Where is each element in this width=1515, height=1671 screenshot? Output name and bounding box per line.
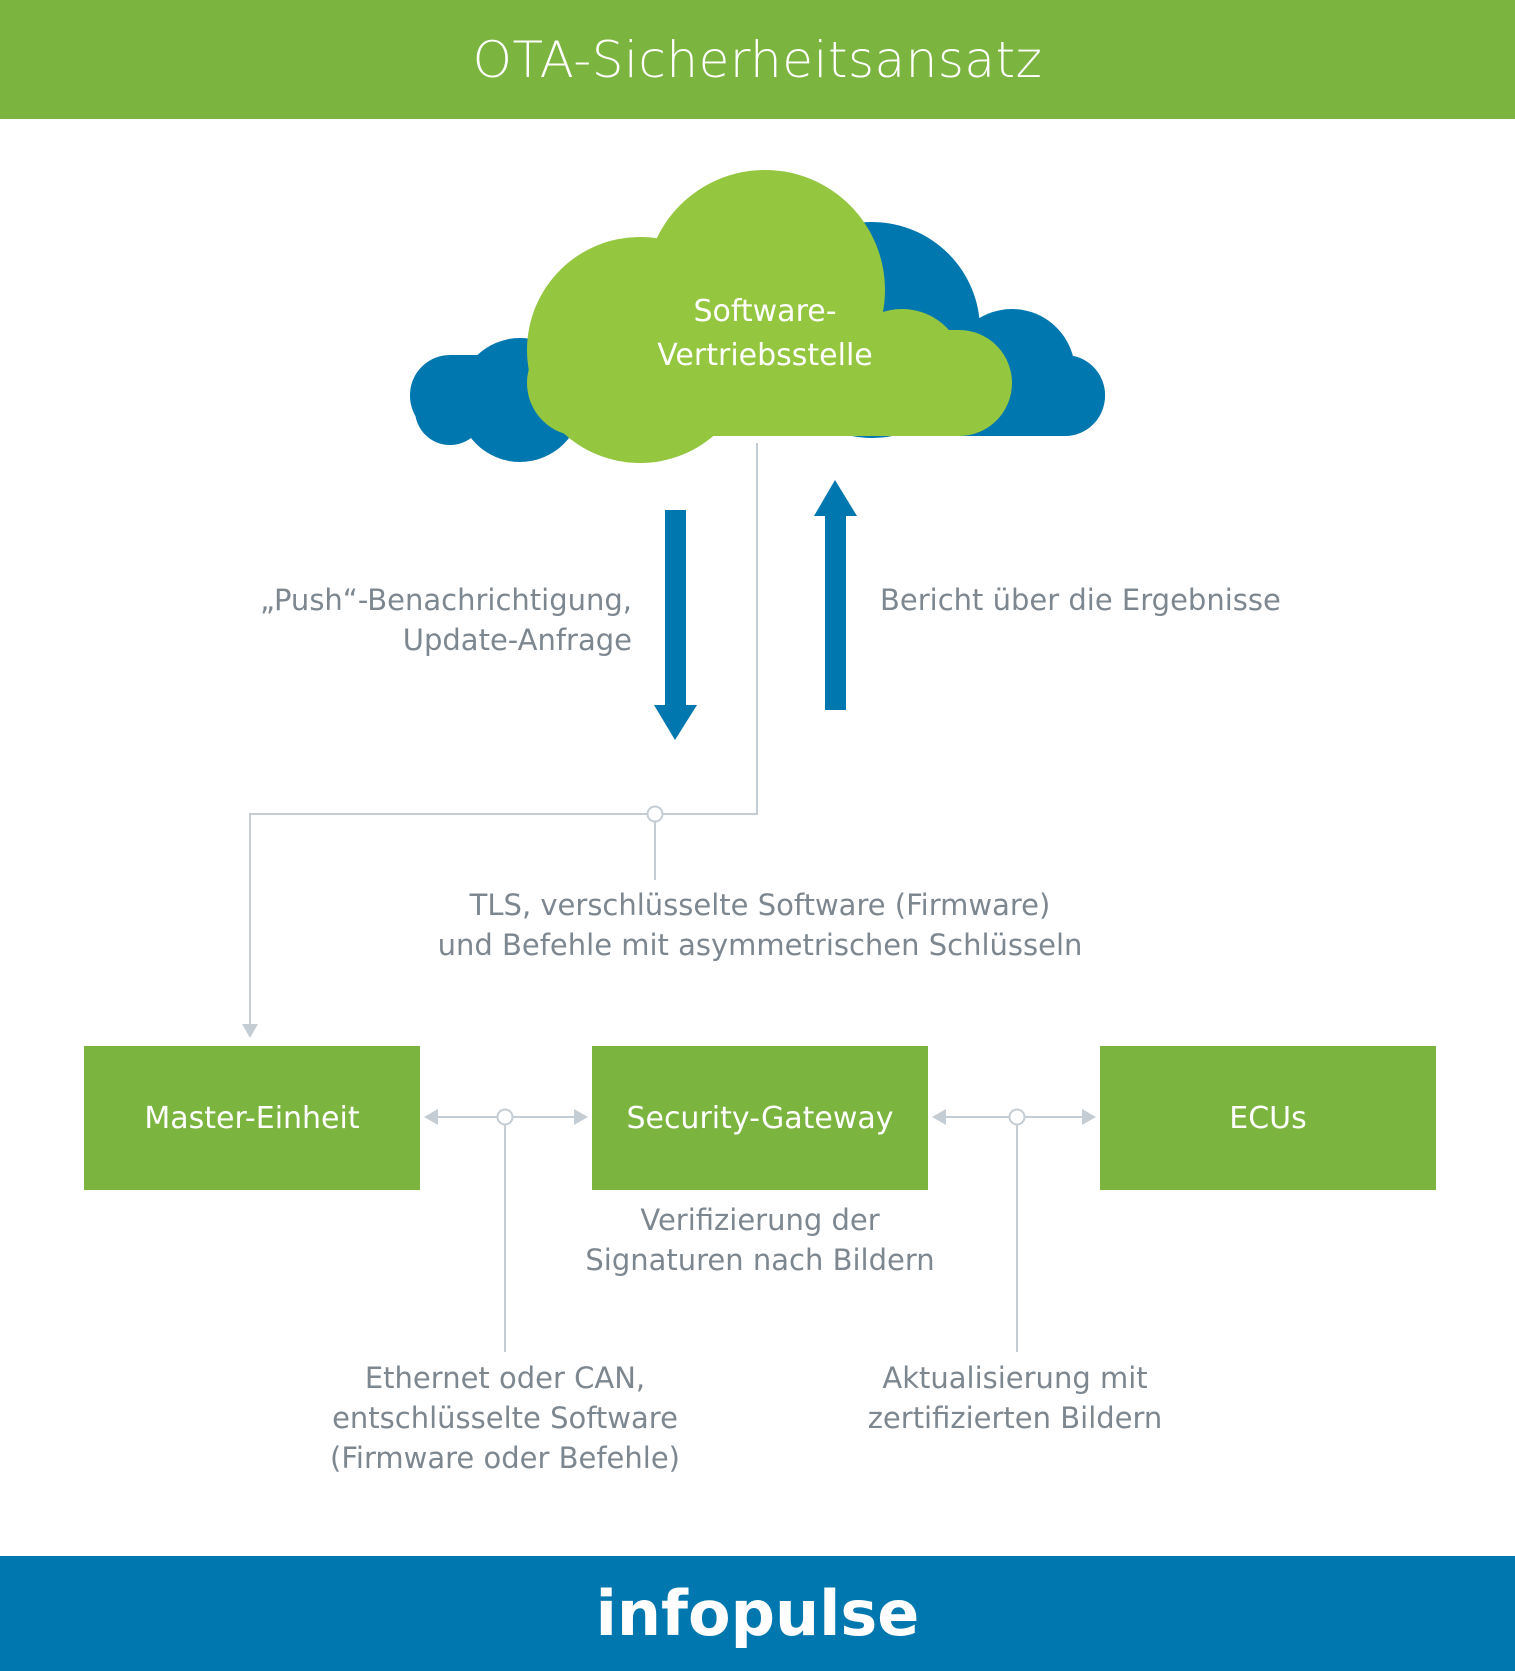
master-unit-label: Master-Einheit (144, 1100, 360, 1136)
right-link-label: Aktualisierung mit zertifizierten Bilder… (830, 1358, 1200, 1438)
left-link-line3: (Firmware oder Befehle) (330, 1441, 680, 1475)
tls-channel-line2: und Befehle mit asymmetrischen Schlüssel… (437, 928, 1083, 962)
push-notification-line2: Update-Anfrage (402, 623, 632, 657)
ecus-label: ECUs (1229, 1100, 1307, 1136)
infopulse-logo: infopulse (595, 1577, 920, 1650)
gateway-note-line1: Verifizierung der (640, 1203, 880, 1237)
page-title: OTA-Sicherheitsansatz (472, 30, 1043, 89)
diagram-canvas (242, 170, 1105, 1352)
arrow-up-icon (814, 480, 857, 710)
security-gateway-box: Security-Gateway (592, 1046, 928, 1190)
footer-bar: infopulse (0, 1556, 1515, 1671)
connector-arrowheads (242, 1024, 1096, 1125)
cloud-label-line1: Software- (693, 294, 837, 329)
left-link-label: Ethernet oder CAN, entschlüsselte Softwa… (290, 1358, 720, 1478)
left-link-line1: Ethernet oder CAN, (364, 1361, 646, 1395)
right-link-line1: Aktualisierung mit (882, 1361, 1148, 1395)
push-notification-line1: „Push“-Benachrichtigung, (259, 583, 632, 617)
arrow-down-icon (654, 510, 697, 740)
tls-channel-line1: TLS, verschlüsselte Software (Firmware) (469, 888, 1051, 922)
cloud-label: Software- Vertriebsstelle (600, 290, 930, 378)
right-link-line2: zertifizierten Bildern (867, 1401, 1163, 1435)
master-unit-box: Master-Einheit (84, 1046, 420, 1190)
report-label: Bericht über die Ergebnisse (880, 583, 1281, 617)
left-link-line2: entschlüsselte Software (332, 1401, 678, 1435)
cloud-front-icon (527, 170, 1012, 463)
security-gateway-label: Security-Gateway (626, 1100, 894, 1136)
push-notification-label: „Push“-Benachrichtigung, Update-Anfrage (180, 580, 632, 660)
tls-channel-label: TLS, verschlüsselte Software (Firmware) … (360, 885, 1160, 965)
header-bar: OTA-Sicherheitsansatz (0, 0, 1515, 119)
gateway-note-line2: Signaturen nach Bildern (585, 1243, 935, 1277)
gateway-note: Verifizierung der Signaturen nach Bilder… (560, 1200, 960, 1280)
junction-circles (496, 805, 1026, 1126)
cloud-label-line2: Vertriebsstelle (657, 338, 873, 373)
ecus-box: ECUs (1100, 1046, 1436, 1190)
